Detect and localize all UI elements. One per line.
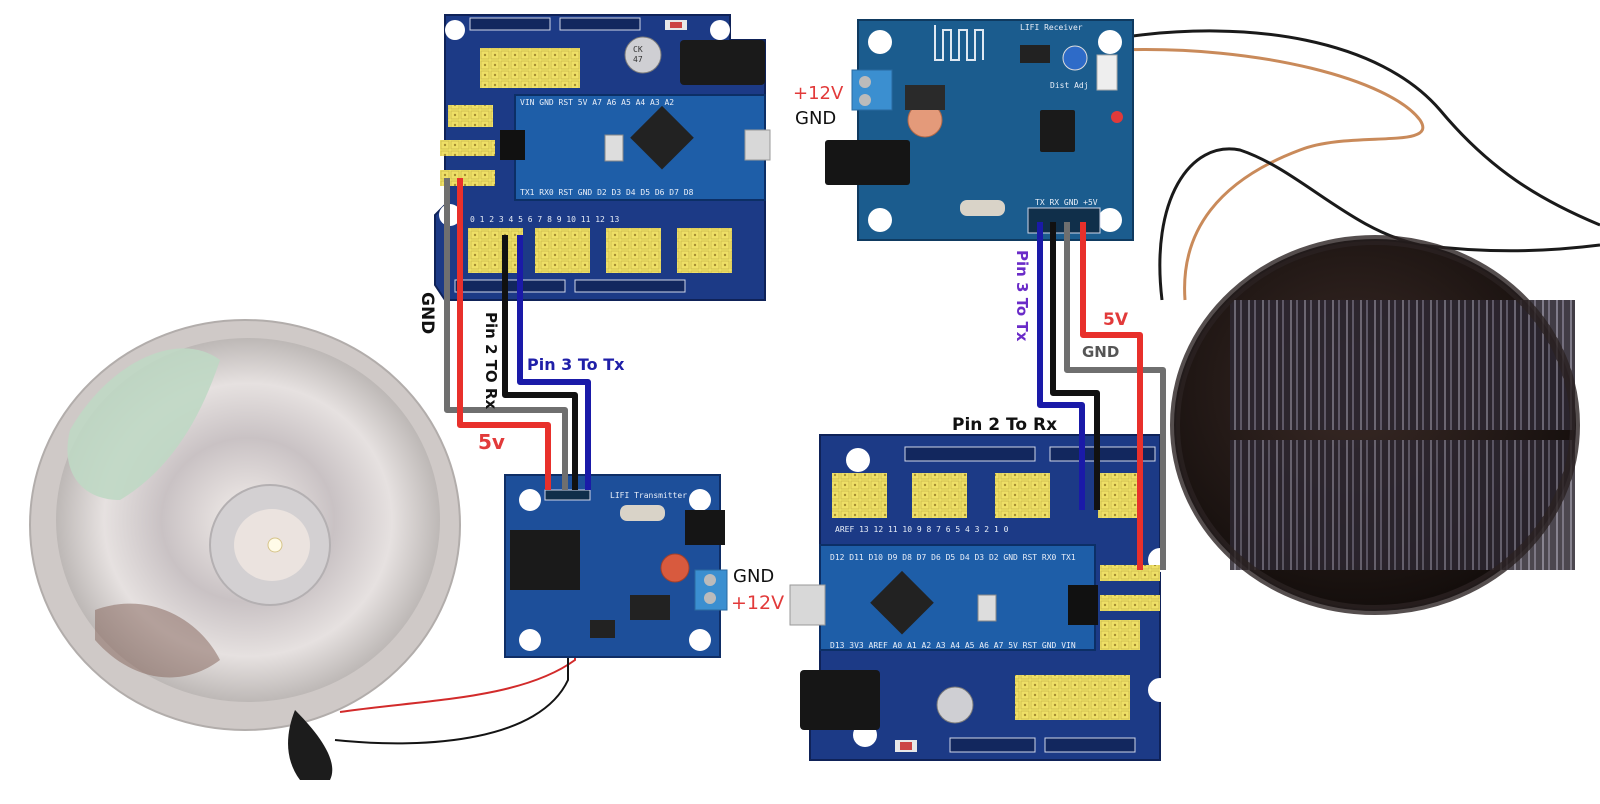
shield-receiver-side: AREF 13 12 11 10 9 8 7 6 5 4 3 2 1 0 D12… [789,434,1172,761]
svg-text:Dist Adj: Dist Adj [1050,81,1089,90]
svg-text:D12 D11 D10 D9 D8 D7 D6 D5 D4: D12 D11 D10 D9 D8 D7 D6 D5 D4 D3 D2 GND … [830,553,1076,562]
potentiometer [1062,45,1088,71]
isp-header [1020,45,1050,63]
label-right-5v: 5V [1103,310,1128,330]
usb-port [744,129,771,161]
reset-button [977,594,997,622]
label-right-pin2: Pin 2 To Rx [952,415,1058,435]
solar-connector [1096,54,1118,91]
svg-text:0 1 2 3 4 5 6 7 8 9: 0 1 2 3 4 5 6 7 8 9 10 11 12 13 [470,215,619,224]
led-icon [267,537,283,553]
pcb-antenna [934,25,984,61]
svg-text:TX1 RX0 RST GND D2 D3 D4 D5 D6: TX1 RX0 RST GND D2 D3 D4 D5 D6 D7 D8 [520,188,694,197]
svg-text:47: 47 [633,55,643,64]
wire-pin3-right [1037,222,1085,510]
wire-5v-right [1080,222,1143,570]
shield-transmitter-side: CK 47 VIN GND RST 5V A7 A6 A5 A4 A3 A2 T… [434,14,771,301]
barrel-jack [825,140,910,185]
capacitor [936,686,974,724]
reset-button [604,134,624,162]
label-right-pin3: Pin 3 To Tx [1013,250,1031,342]
crystal [620,505,665,521]
label-left-pin2: Pin 2 TO Rx [482,312,500,410]
solar-wire-black-upper [1117,29,1600,227]
label-right-gnd: GND [1082,343,1120,361]
heatsink [510,530,580,590]
lamp-wire-black [334,620,569,745]
label-left-5v: 5v [478,430,505,454]
regulator [905,85,945,110]
wire-gnd-right [1064,222,1166,570]
wire-pin2-right [1050,222,1100,510]
label-tx-12v: +12V [731,592,785,614]
svg-text:AREF 13 12 11 10 9 8 7 6 5: AREF 13 12 11 10 9 8 7 6 5 4 3 2 1 0 [835,525,1009,534]
barrel-jack [800,670,880,730]
left-wires [444,178,591,490]
analog-header [1015,675,1130,720]
label-left-gnd: GND [417,292,437,335]
isp-header [590,620,615,638]
regulator [630,595,670,620]
svg-text:CK: CK [633,45,643,54]
svg-text:D13 3V3 AREF A0 A1 A2 A3 A4 A5: D13 3V3 AREF A0 A1 A2 A3 A4 A5 A6 A7 5V … [830,641,1076,650]
status-led [1111,111,1123,123]
right-wires [1037,222,1166,570]
label-left-pin3: Pin 3 To Tx [527,355,625,374]
ic-chip [1040,110,1075,152]
wire-pin3-left [517,235,591,490]
svg-text:LIFI Transmitter: LIFI Transmitter [610,491,687,500]
solar-wires [1117,29,1600,301]
lifi-transmitter-board: LIFI Transmitter [504,474,728,658]
analog-header [480,48,580,88]
lamp-wire-red [339,620,576,713]
solar-wire-brown [1117,48,1425,301]
crystal [960,200,1005,216]
barrel-jack [680,40,765,85]
wire-gnd-left [444,178,568,490]
label-rx-12v: +12V [793,83,844,104]
wire-5v-left [457,178,551,490]
terminal-block [851,69,893,111]
solar-panel [1170,235,1580,615]
svg-text:LIFI Receiver: LIFI Receiver [1020,23,1083,32]
wire-pin2-left [502,235,578,490]
capacitor [660,553,690,583]
capacitor [624,36,662,74]
barrel-jack [685,510,725,545]
led-lamp [29,319,576,780]
svg-text:VIN GND RST 5V A7 A6 A5 A4 A3: VIN GND RST 5V A7 A6 A5 A4 A3 A2 [520,98,674,107]
svg-text:TX RX GND +5V: TX RX GND +5V [1035,198,1098,207]
lifi-receiver-board: LIFI Receiver Dist Adj TX RX GND +5V [825,19,1134,241]
label-tx-gnd: GND [733,566,775,587]
arduino-nano [819,544,1096,651]
lamp-connector [288,710,333,780]
mcu-chip [870,570,934,635]
solar-wire-black-lower [1158,147,1600,301]
usb-port [789,584,826,626]
label-rx-gnd: GND [795,108,837,129]
